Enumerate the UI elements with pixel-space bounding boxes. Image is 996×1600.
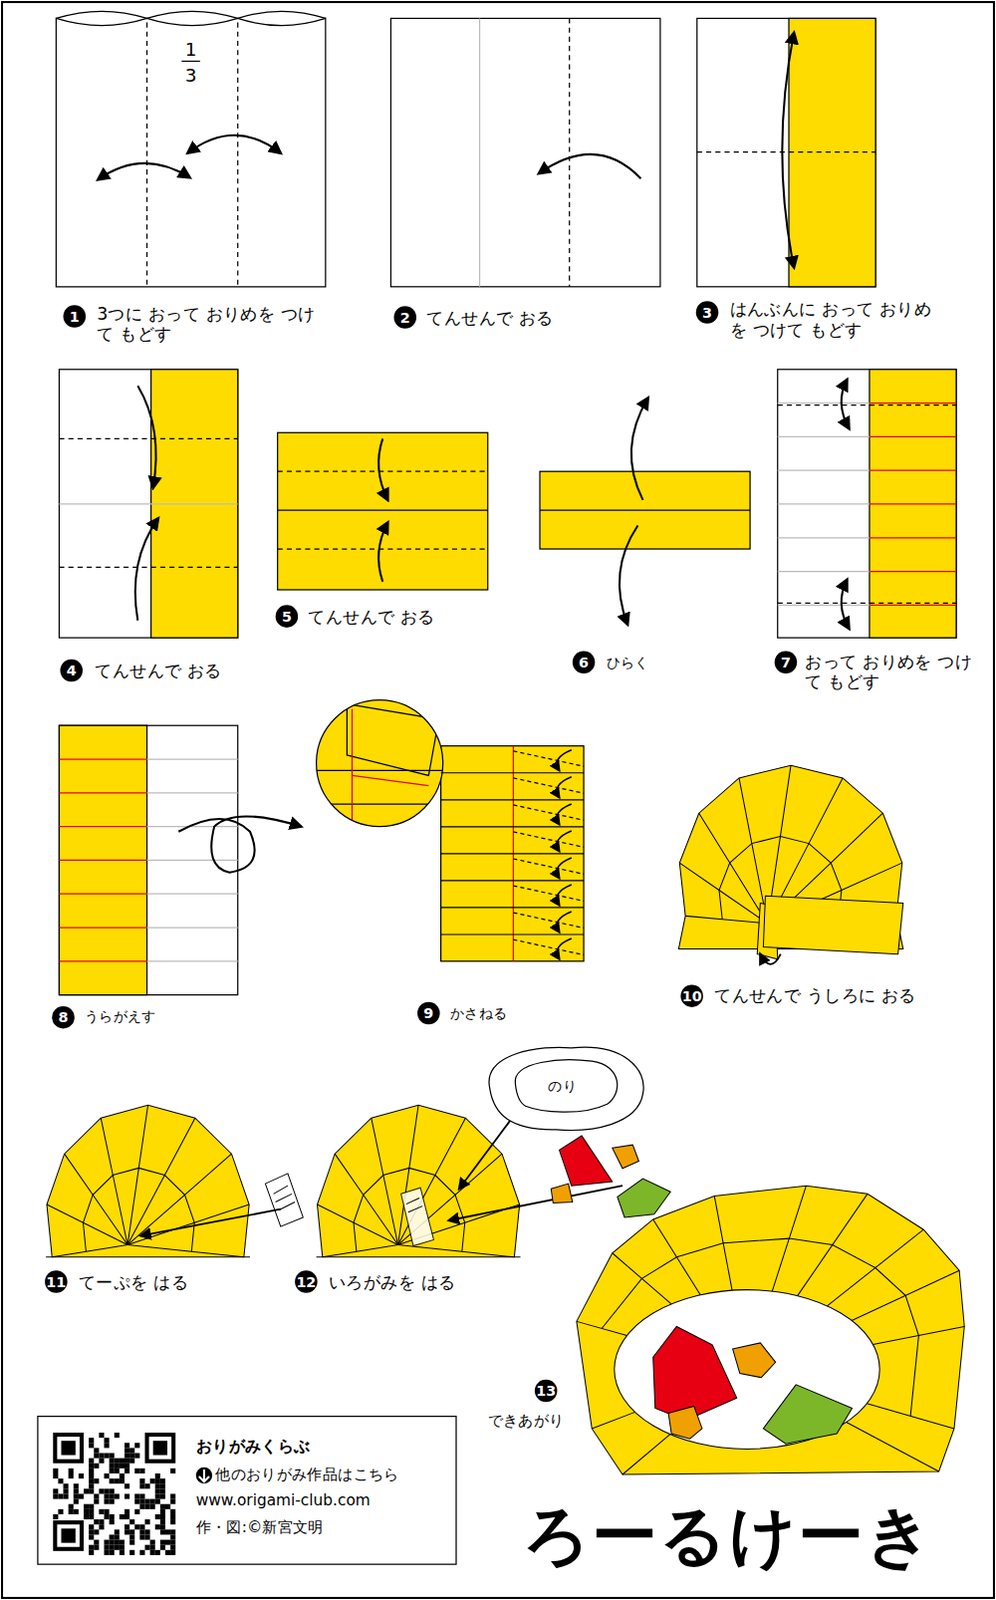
- step-8: [58, 725, 301, 995]
- cake-fruit: [653, 1325, 853, 1444]
- step-number: 10: [680, 984, 704, 1007]
- step-number: 8: [51, 1005, 75, 1029]
- credit-text: 作・図:©新宮文明: [196, 1517, 324, 1537]
- step-5: [277, 432, 489, 590]
- step-number: 6: [572, 650, 596, 674]
- step-caption: おって おりめを つけて もどす: [804, 650, 979, 693]
- step-number: 9: [417, 1001, 441, 1025]
- footer-graphics: [37, 1416, 457, 1565]
- step-number: 2: [393, 305, 417, 329]
- link-text: 他のおりがみ作品はこちら: [215, 1465, 399, 1485]
- step-caption: てんせんで おる: [426, 306, 631, 328]
- step-caption: てんせんで おる: [307, 605, 492, 627]
- fan-drawings: [45, 764, 904, 1257]
- step-number: 1: [63, 304, 87, 328]
- step-1: [55, 10, 325, 287]
- step-3: [697, 17, 876, 286]
- tape: [140, 1120, 623, 1246]
- step-caption: いろがみを はる: [328, 1270, 512, 1292]
- step-number: 4: [59, 659, 83, 683]
- step-6: [539, 397, 750, 624]
- brand-name: おりがみくらぶ: [196, 1436, 311, 1459]
- step-caption: てんせんで おる: [94, 660, 278, 682]
- glue-bubble: のり: [480, 1042, 650, 1135]
- step-4: [58, 369, 238, 638]
- step-9: [305, 693, 584, 961]
- step-number: 5: [275, 604, 299, 628]
- url-text: www.origami-club.com: [196, 1490, 371, 1508]
- step-10-flap: [756, 895, 904, 965]
- step-number: 3: [696, 300, 720, 324]
- fraction-part: 1: [182, 38, 199, 61]
- step-2: [390, 17, 660, 286]
- glue-label: のり: [547, 1077, 577, 1096]
- step-caption: てーぷを はる: [78, 1270, 252, 1292]
- number-circles: [44, 300, 797, 1402]
- step-7: [777, 369, 957, 638]
- finished-cake: [576, 1185, 965, 1475]
- step-caption: てんせんで うしろに おる: [714, 984, 970, 1005]
- step-caption: ひらく: [606, 654, 709, 672]
- step-number: 7: [774, 650, 798, 674]
- step-number: 13: [534, 1379, 558, 1403]
- paper-pieces: [550, 1135, 671, 1218]
- credit-box: おりがみくらぶ他のおりがみ作品はこちら www.origami-club.com 作…: [37, 1416, 457, 1565]
- step-caption: うらがえす: [84, 1007, 198, 1025]
- step-number: 12: [294, 1269, 318, 1293]
- step-caption: かさねる: [450, 1004, 563, 1022]
- step-caption: はんぶんに おって おりめを つけて もどす: [730, 298, 945, 341]
- step-caption: 3つに おって おりめを つけて もどす: [96, 302, 327, 345]
- step-number: 11: [44, 1269, 68, 1293]
- title: ろーるけーき: [522, 1491, 936, 1580]
- fraction-part: 3: [182, 64, 199, 87]
- step-caption: できあがり: [488, 1411, 621, 1430]
